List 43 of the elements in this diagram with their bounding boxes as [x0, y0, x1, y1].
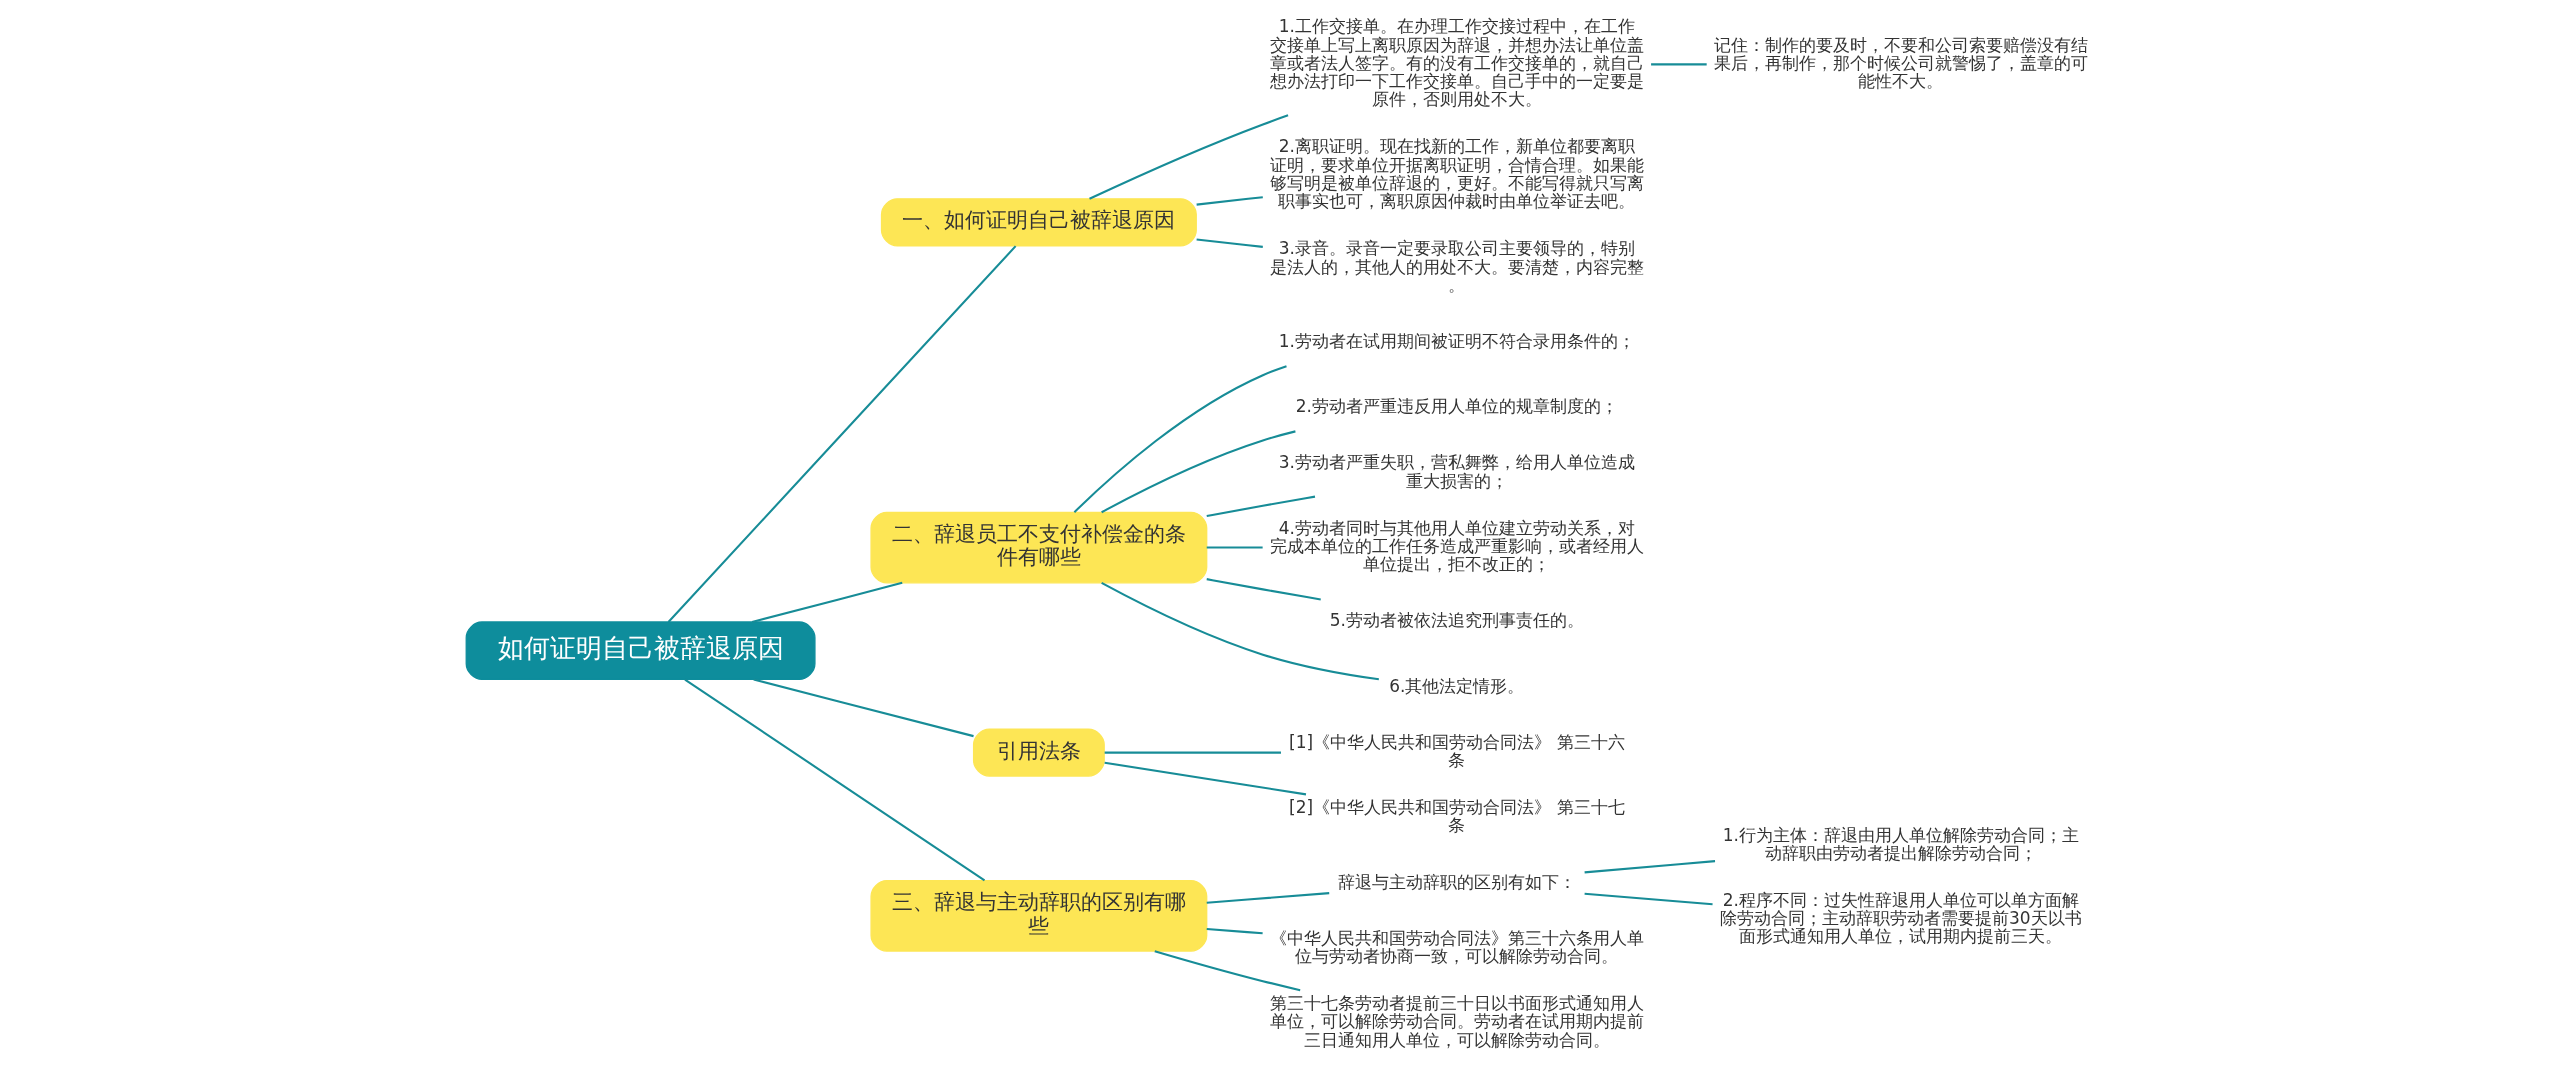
node-text: 3.劳动者严重失职，营私舞弊，给用人单位造成重大损害的；: [1278, 452, 1635, 491]
connector: [1206, 495, 1315, 517]
connector: [1196, 238, 1263, 248]
node-box: 三、辞退与主动辞职的区别有哪些: [869, 879, 1207, 952]
node-text: 5.劳动者被依法追究刑事责任的。: [1329, 610, 1584, 631]
node-box: 一、如何证明自己被辞退原因: [880, 198, 1197, 247]
node-text: 《中华人民共和国劳动合同法》第三十六条用人单位与劳动者协商一致，可以解除劳动合同。: [1269, 927, 1644, 967]
node-text: 3.录音。录音一定要录取公司主要领导的，特别是法人的，其他人的用处不大。要清楚，内容完整。: [1269, 238, 1644, 295]
connector: [1206, 578, 1321, 601]
connector: [1100, 430, 1296, 514]
connector: [1073, 365, 1287, 513]
connector: [1584, 860, 1715, 874]
node-text: 辞退与主动辞职的区别有如下：: [1337, 871, 1576, 892]
connector: [683, 678, 985, 882]
node-text: 2.程序不同：过失性辞退用人单位可以单方面解除劳动合同；主动辞职劳动者需要提前30天以书面形式通知用人单位，试用期内提前三天。: [1719, 889, 2082, 947]
connector: [1100, 581, 1379, 681]
node-text: 6.其他法定情形。: [1388, 675, 1524, 696]
node-box: 如何证明自己被辞退原因: [465, 621, 816, 681]
connector: [751, 581, 902, 623]
connector: [1088, 114, 1288, 200]
connector: [1196, 196, 1263, 206]
connector: [1584, 892, 1713, 906]
node-text: [2]《中华人民共和国劳动合同法》 第三十七条: [1288, 797, 1625, 836]
node-text: 2.劳动者严重违反用人单位的规章制度的；: [1295, 396, 1618, 417]
node-text: 1.劳动者在试用期间被证明不符合录用条件的；: [1278, 330, 1635, 351]
connector: [1104, 751, 1281, 754]
node-box: 引用法条: [972, 728, 1105, 777]
node-text: 第三十七条劳动者提前三十日以书面形式通知用人单位，可以解除劳动合同。劳动者在试用期内提前三日通知用人单位，可以解除劳动合同。: [1269, 993, 1644, 1050]
node-text: 1.行为主体：辞退由用人单位解除劳动合同；主动辞职由劳动者提出解除劳动合同；: [1722, 824, 2079, 863]
connector: [752, 678, 974, 738]
node-text: 1.工作交接单。在办理工作交接过程中，在工作交接单上写上离职原因为辞退，并想办法让单位盖章或者法人签字。有的没有工作交接单的，就自己想办法打印一下工作交接单。自己手中的一定要是原件，否则用处不大。: [1269, 16, 1644, 110]
connector: [1103, 761, 1306, 796]
node-text: [1]《中华人民共和国劳动合同法》 第三十六条: [1288, 731, 1625, 771]
node-box: 二、辞退员工不支付补偿金的条件有哪些: [869, 511, 1207, 584]
node-text: 2.离职证明。现在找新的工作，新单位都要离职证明，要求单位开据离职证明，合情合理。如果能够写明是被单位辞退的，更好。不能写得就只写离职事实也可，离职原因仲裁时由单位举证去吧。: [1269, 136, 1644, 212]
connector: [1206, 892, 1329, 904]
node-text: 记住：制作的要及时，不要和公司索要赔偿没有结果后，再制作，那个时候公司就警惕了，盖章的可能性不大。: [1713, 34, 2088, 92]
connector: [1206, 546, 1263, 549]
connector: [1650, 63, 1707, 66]
connector: [1153, 950, 1300, 992]
node-text: 4.劳动者同时与其他用人单位建立劳动关系，对完成本单位的工作任务造成严重影响，或者经用人单位提出，拒不改正的；: [1269, 517, 1644, 575]
connector: [1206, 927, 1263, 935]
connector: [667, 245, 1016, 623]
